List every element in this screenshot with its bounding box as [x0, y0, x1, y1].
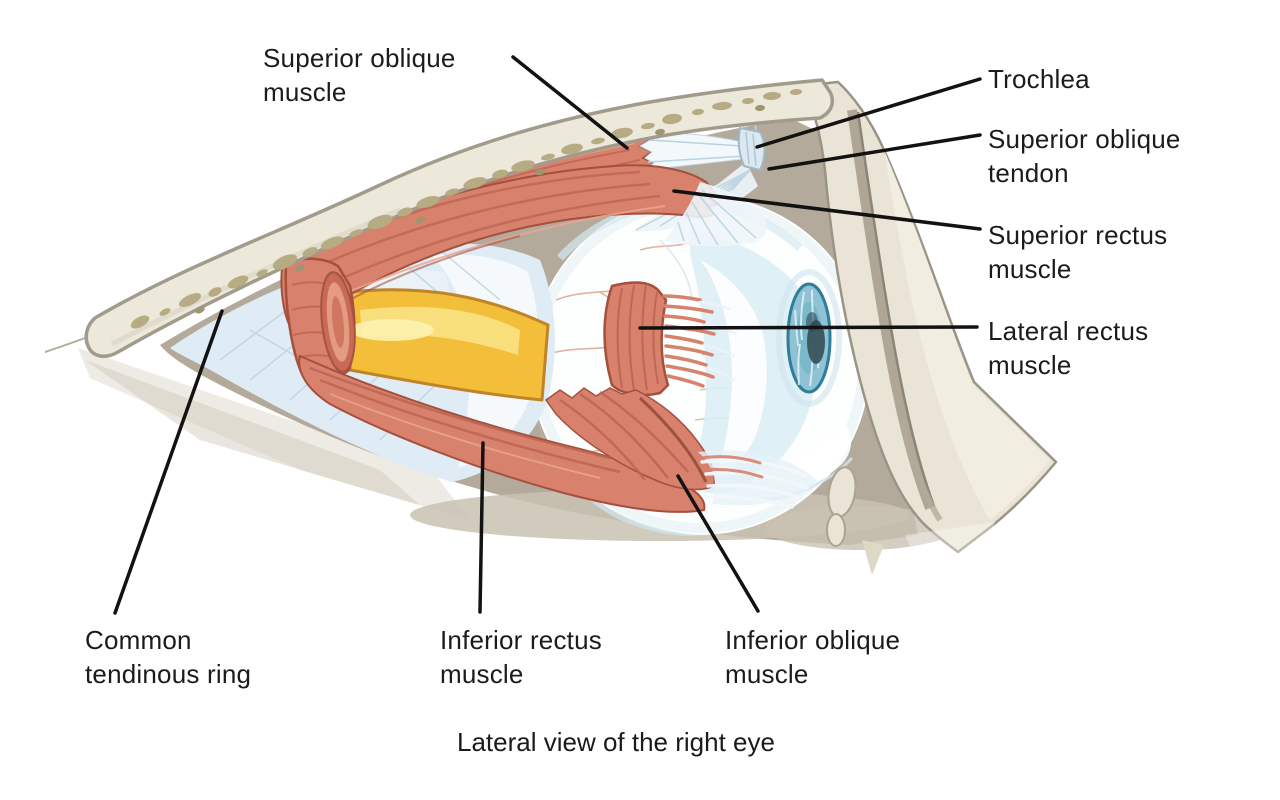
leader-line-superior-rectus-muscle — [672, 189, 982, 231]
lateral-rectus-flap — [603, 281, 738, 397]
label-common-tendinous-ring: Common tendinous ring — [85, 625, 252, 689]
lateral-orbital-bone — [798, 80, 1058, 575]
leader-line-lateral-rectus-muscle — [638, 325, 979, 330]
label-superior-rectus-muscle: Superior rectus muscle — [988, 220, 1168, 284]
bone-trabeculae — [130, 88, 802, 329]
iris — [776, 269, 842, 407]
orbital-roof-bone — [84, 78, 834, 358]
leader-lines — [113, 55, 982, 615]
leader-line-trochlea — [755, 77, 982, 149]
label-inferior-oblique-muscle: Inferior oblique muscle — [725, 625, 901, 689]
leader-line-common-tendinous-ring — [113, 309, 224, 615]
label-superior-oblique-tendon: Superior oblique tendon — [988, 124, 1181, 188]
optic-nerve — [346, 288, 550, 402]
label-inferior-rectus-muscle: Inferior rectus muscle — [440, 625, 602, 689]
label-superior-oblique-muscle: Superior oblique muscle — [263, 43, 456, 107]
figure-caption: Lateral view of the right eye — [457, 727, 775, 757]
label-trochlea: Trochlea — [988, 64, 1090, 94]
leader-line-inferior-rectus-muscle — [478, 441, 485, 614]
label-lateral-rectus-muscle: Lateral rectus muscle — [988, 316, 1149, 380]
leader-line-inferior-oblique-muscle — [676, 474, 760, 613]
leader-line-superior-oblique-tendon — [767, 133, 982, 171]
inferior-oblique-insertion — [698, 450, 818, 509]
leader-line-superior-oblique-muscle — [511, 55, 629, 150]
inferior-rectus-muscle-shape — [298, 354, 716, 513]
lateral-rectus-stump — [284, 257, 356, 380]
